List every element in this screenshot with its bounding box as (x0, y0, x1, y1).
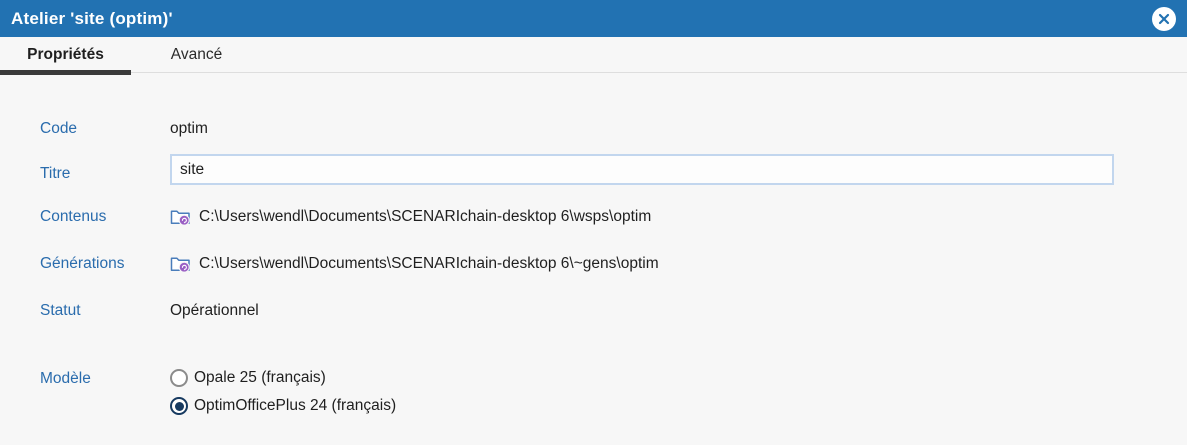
radio-option-opale-25-label: Opale 25 (français) (194, 369, 326, 386)
statut-label: Statut (40, 302, 81, 319)
radio-option-optimofficeplus-24-label: OptimOfficePlus 24 (français) (194, 397, 397, 414)
field-row-contenus: Contenus C:\Users\wendl\Documents\SCENAR… (40, 206, 1187, 227)
tab-avance-label: Avancé (170, 45, 223, 63)
generations-label: Générations (40, 255, 125, 272)
tab-bar: Propriétés Avancé (0, 37, 1187, 75)
tab-proprietes-label: Propriétés (27, 45, 104, 63)
radio-checked-icon[interactable] (170, 397, 188, 415)
code-value: optim (170, 120, 208, 137)
tab-proprietes[interactable]: Propriétés (0, 37, 131, 75)
modele-radio-group: Opale 25 (français) OptimOfficePlus 24 (… (170, 367, 396, 417)
titre-input[interactable] (170, 154, 1114, 185)
properties-panel: Code optim Titre Contenus C:\Users\wendl… (0, 73, 1187, 417)
tab-avance[interactable]: Avancé (131, 37, 262, 72)
field-row-modele: Modèle Opale 25 (français) OptimOfficePl… (40, 368, 1187, 417)
radio-unchecked-icon[interactable] (170, 369, 188, 387)
generations-path: C:\Users\wendl\Documents\SCENARIchain-de… (199, 255, 659, 272)
folder-open-icon[interactable] (170, 254, 191, 273)
field-row-titre: Titre (40, 154, 1187, 185)
code-label: Code (40, 120, 78, 137)
titre-label: Titre (40, 165, 71, 182)
field-row-generations: Générations C:\Users\wendl\Documents\SCE… (40, 253, 1187, 274)
field-row-code: Code optim (40, 118, 1187, 139)
contenus-path: C:\Users\wendl\Documents\SCENARIchain-de… (199, 208, 652, 225)
folder-open-icon[interactable] (170, 207, 191, 226)
dialog-title: Atelier 'site (optim)' (11, 8, 173, 28)
close-button[interactable] (1152, 6, 1176, 31)
contenus-label: Contenus (40, 208, 107, 225)
radio-option-optimofficeplus-24[interactable]: OptimOfficePlus 24 (français) (170, 395, 396, 417)
statut-value: Opérationnel (170, 302, 259, 319)
field-row-statut: Statut Opérationnel (40, 300, 1187, 321)
modele-label: Modèle (40, 370, 91, 387)
title-bar: Atelier 'site (optim)' (0, 0, 1187, 37)
radio-option-opale-25[interactable]: Opale 25 (français) (170, 367, 396, 389)
close-icon (1158, 13, 1170, 24)
